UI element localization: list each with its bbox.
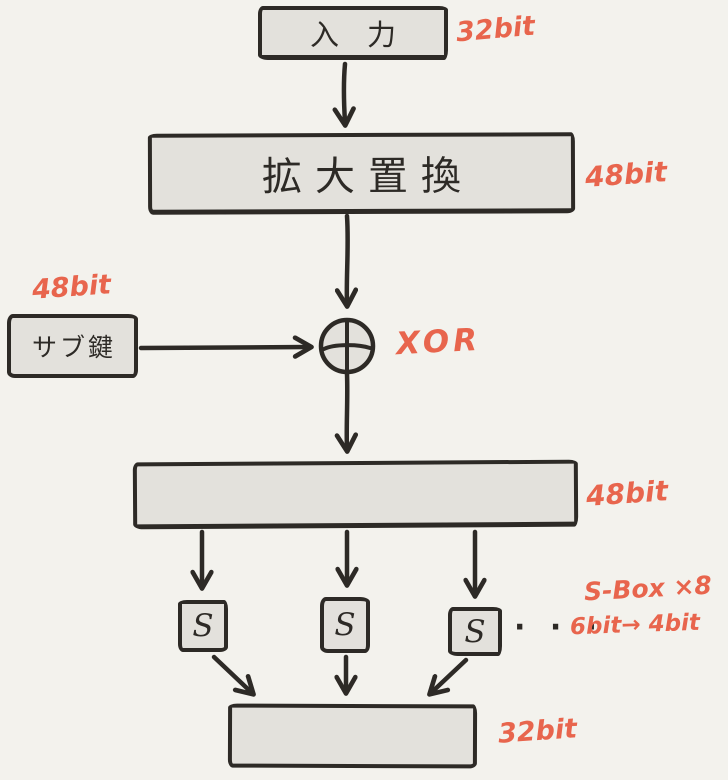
expansion-box: 拡大置換 bbox=[147, 132, 576, 215]
subkey-box: サブ鍵 bbox=[7, 314, 138, 378]
arrow-subkey-to-xor bbox=[138, 335, 314, 359]
arrow-sbox1-to-output bbox=[211, 654, 256, 697]
output-bits-label: 32bit bbox=[497, 713, 579, 750]
arrow-sbox3-to-output bbox=[427, 657, 469, 697]
expansion-label: 拡大置換 bbox=[261, 153, 475, 201]
sbox-2: S bbox=[320, 597, 370, 653]
subkey-bits-label: 48bit bbox=[31, 269, 113, 306]
sbox-letter: S bbox=[334, 607, 356, 643]
sbox-1: S bbox=[178, 600, 228, 652]
expanded-bits-label: 48bit bbox=[584, 474, 670, 513]
sbox-letter: S bbox=[192, 608, 214, 644]
xor-circle-icon bbox=[318, 317, 376, 375]
xor-label: XOR bbox=[395, 321, 482, 363]
expanded-bits-box bbox=[132, 459, 579, 530]
input-box: 入力 bbox=[258, 6, 448, 60]
sbox-mapping-note: 6bit→ 4bit bbox=[569, 609, 701, 641]
sbox-ellipsis: · · · bbox=[514, 610, 605, 645]
arrow-xor-to-expanded-box bbox=[334, 371, 359, 454]
expansion-bits-label: 48bit bbox=[583, 155, 669, 194]
sbox-letter: S bbox=[464, 613, 486, 650]
sbox-3: S bbox=[448, 607, 502, 656]
subkey-label: サブ鍵 bbox=[31, 333, 116, 362]
output-box bbox=[227, 703, 478, 769]
input-label: 入力 bbox=[309, 17, 424, 52]
arrow-expansion-to-xor bbox=[334, 213, 359, 309]
arrow-input-to-expansion bbox=[332, 61, 356, 128]
